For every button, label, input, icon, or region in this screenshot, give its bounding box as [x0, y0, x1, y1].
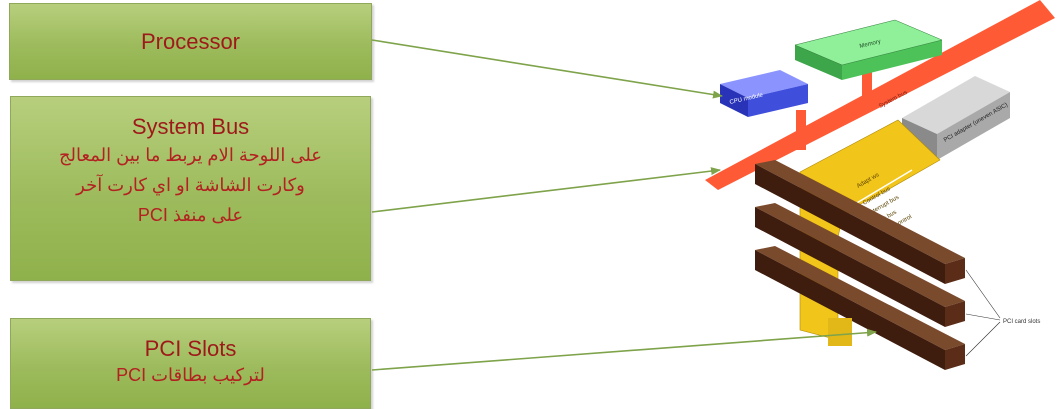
processor-callout-title: Processor: [140, 29, 241, 54]
system-bus-description-line-2: وكارت الشاشة او اي كارت آخر: [76, 175, 305, 195]
system-bus-callout-description: على اللوحة الام يربط ما بين المعالج وكار…: [11, 140, 370, 230]
pci-slots-pointer-line-3: [965, 321, 1001, 357]
pci-card-slot-3: [755, 246, 965, 370]
pci-card-slot-1: [755, 160, 965, 284]
processor-callout: Processor: [9, 3, 372, 80]
pci-slots-pointer-line-1: [965, 269, 1001, 319]
system-bus-stripe: [705, 0, 1055, 190]
pci-card-slots-label: PCI card slots: [1003, 319, 1040, 325]
processor-arrow: [371, 39, 723, 99]
system-bus-description-line-1: على اللوحة الام يربط ما بين المعالج: [58, 145, 323, 165]
memory-bus-connector: [862, 60, 872, 110]
memory-module: Memory: [794, 19, 943, 80]
pci-slots-callout: PCI Slots لتركيب بطاقات PCI: [10, 318, 371, 409]
pci-slots-callout-description: لتركيب بطاقات PCI: [116, 365, 265, 385]
system-bus-arrow: [371, 167, 721, 213]
pci-slots-arrow: [371, 328, 877, 371]
system-bus-description-line-3: على منفذ PCI: [137, 205, 244, 225]
memory-label: Memory: [859, 39, 881, 50]
pci-slots-callout-title: PCI Slots: [144, 336, 237, 361]
pci-card-slot-2: [755, 203, 965, 327]
cpu-module: CPU module: [720, 70, 808, 117]
system-bus-callout: System Bus على اللوحة الام يربط ما بين ا…: [10, 96, 371, 281]
pci-slots-pointer-line-2: [965, 313, 1001, 321]
system-bus-callout-title: System Bus: [131, 114, 250, 139]
cpu-bus-connector: [796, 110, 806, 150]
pci-slot-connector-tab: [828, 318, 852, 346]
